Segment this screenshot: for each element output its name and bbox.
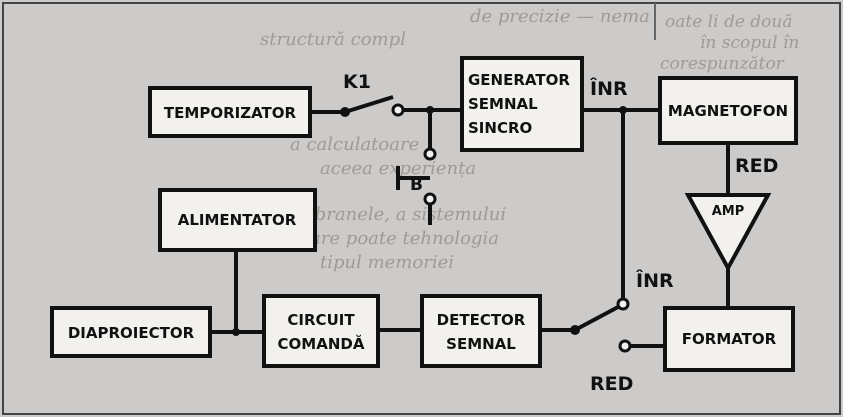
- bg-text-line: în scopul în: [700, 33, 799, 53]
- selector-pivot-dot: [570, 325, 580, 335]
- block-label: DETECTOR: [437, 311, 526, 329]
- k1-pivot-dot: [340, 107, 350, 117]
- amp-label: AMP: [712, 204, 745, 219]
- temporizator-block: TEMPORIZATOR: [148, 86, 312, 138]
- block-label: SINCRO: [468, 119, 532, 137]
- block-label: SEMNAL: [468, 95, 538, 113]
- bg-text-line: oate li de două: [665, 12, 793, 32]
- block-label: MAGNETOFON: [668, 102, 788, 120]
- detector-semnal-block: DETECTOR SEMNAL: [420, 294, 542, 368]
- selector-contact-red: [618, 339, 632, 353]
- selector-contact-inr: [616, 297, 630, 311]
- circuit-comanda-block: CIRCUIT COMANDĂ: [262, 294, 380, 368]
- block-label: TEMPORIZATOR: [164, 104, 297, 122]
- red-label-bottom: RED: [590, 373, 633, 395]
- wires: [210, 95, 730, 348]
- bg-text-line: corespunzător: [660, 54, 785, 74]
- magnetofon-block: MAGNETOFON: [658, 76, 798, 145]
- block-label: DIAPROIECTOR: [68, 324, 195, 342]
- block-label: COMANDĂ: [278, 334, 365, 353]
- diaproiector-block: DIAPROIECTOR: [50, 306, 212, 358]
- junction-dot: [426, 106, 434, 114]
- inr-label-bottom: ÎNR: [636, 269, 674, 292]
- block-label: FORMATOR: [682, 330, 777, 348]
- bg-text-line: care poate tehnologia: [300, 228, 499, 249]
- red-label-top: RED: [735, 155, 778, 177]
- k1-contact: [391, 103, 405, 117]
- bg-text-line: tipul memoriei: [320, 252, 454, 273]
- k1-switch-blade: [344, 95, 394, 114]
- button-b-contact-top: [423, 147, 437, 161]
- block-label: GENERATOR: [468, 71, 570, 89]
- selector-switch-blade: [574, 304, 621, 332]
- formator-block: FORMATOR: [663, 306, 795, 372]
- k1-label: K1: [343, 71, 371, 93]
- bg-text-line: membranele, a sistemului: [270, 204, 506, 225]
- terminals: [232, 103, 632, 353]
- block-label: ALIMENTATOR: [178, 211, 297, 229]
- bg-text-line: de precizie — nema: [470, 6, 650, 27]
- button-b-contact-bottom: [423, 192, 437, 206]
- amp-triangle: AMP: [684, 193, 772, 273]
- generator-block: GENERATOR SEMNAL SINCRO: [460, 56, 584, 152]
- inr-label-top: ÎNR: [590, 77, 628, 100]
- block-label: SEMNAL: [446, 335, 516, 353]
- bg-text-line: structură compl: [260, 29, 406, 50]
- bg-text-line: a calculatoare: [290, 134, 419, 155]
- block-label: CIRCUIT: [287, 311, 355, 329]
- button-b-label: B: [410, 175, 423, 195]
- alimentator-block: ALIMENTATOR: [158, 188, 317, 252]
- junction-dot: [619, 106, 627, 114]
- junction-dot: [232, 328, 240, 336]
